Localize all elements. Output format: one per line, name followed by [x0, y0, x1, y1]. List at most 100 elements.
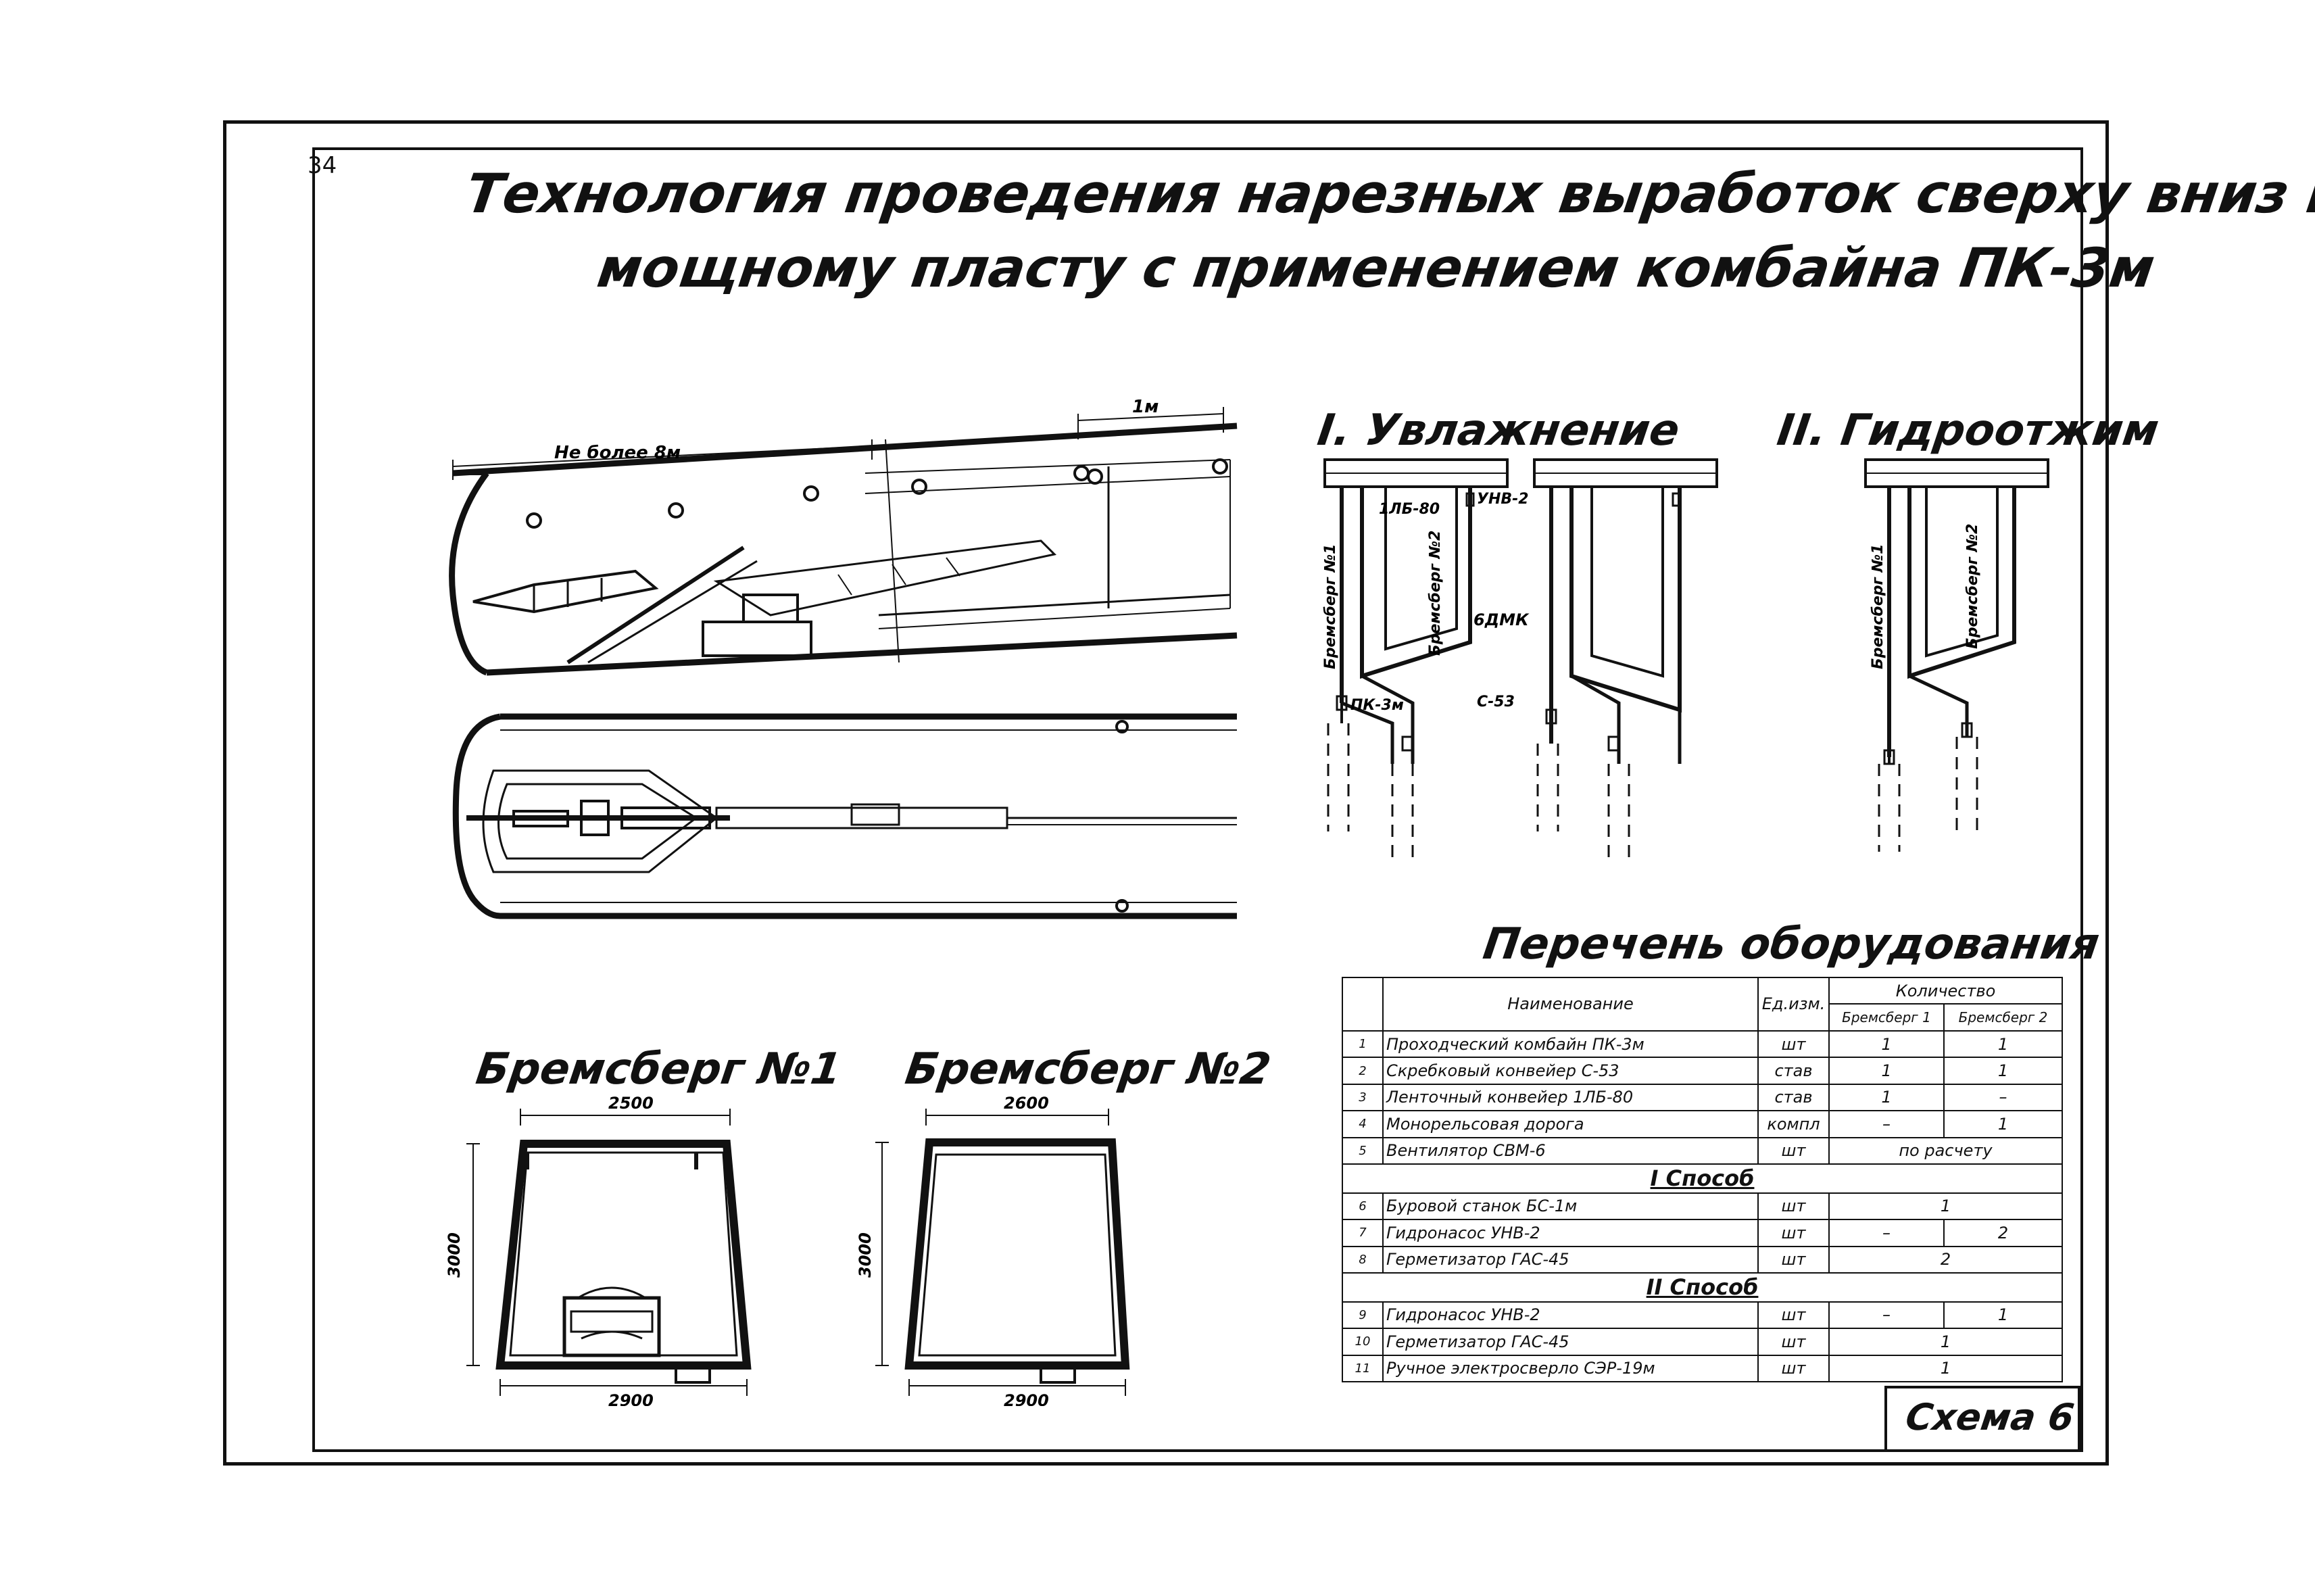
row-qty-both: 1: [1828, 1354, 2064, 1382]
row-num: 11: [1342, 1354, 1384, 1382]
table-row: 10 Герметизатор ГАС-45 шт 1: [1342, 1328, 2064, 1356]
drawing-frame: [312, 147, 2083, 1452]
row-name: Ручное электросверло СЭР-19м: [1382, 1354, 1759, 1382]
section2-height: 3000: [858, 1232, 875, 1278]
dim-1m: 1м: [1132, 397, 1159, 417]
row-name: Гидронасос УНВ-2: [1382, 1219, 1759, 1247]
header-unit: Ед.изм.: [1757, 977, 1830, 1032]
row-name: Проходческий комбайн ПК-3м: [1382, 1030, 1759, 1059]
table-row: 4 Монорельсовая дорога компл – 1: [1342, 1110, 2064, 1138]
scheme1-label-monorail: 6ДМК: [1473, 610, 1530, 629]
row-name: Ленточный конвейер 1ЛБ-80: [1382, 1083, 1759, 1112]
row-num: 9: [1342, 1301, 1384, 1330]
scheme1-label-combine: ПК-3м: [1350, 697, 1404, 714]
row-b2: 1: [1943, 1301, 2064, 1330]
row-num: 2: [1342, 1057, 1384, 1085]
row-b1: 1: [1828, 1057, 1945, 1085]
page-number: 34: [308, 152, 337, 179]
scheme1-label-pump: УНВ-2: [1477, 491, 1529, 508]
row-unit: шт: [1757, 1136, 1830, 1165]
equipment-table: Наименование Ед.изм. Количество Бремсбер…: [1341, 976, 2064, 1382]
row-unit: шт: [1757, 1219, 1830, 1247]
plan-view-drawing: [452, 713, 1237, 919]
table-row: 3 Ленточный конвейер 1ЛБ-80 став 1 –: [1342, 1083, 2064, 1112]
method-row: II Способ: [1341, 1272, 2064, 1303]
scheme1-label-conveyor: 1ЛБ-80: [1379, 501, 1440, 518]
row-b1: 1: [1828, 1030, 1945, 1059]
row-b1: –: [1828, 1301, 1945, 1330]
header-qty: Количество: [1828, 976, 2064, 1005]
table-header-row: Наименование Ед.изм. Количество: [1342, 976, 2064, 1032]
equipment-title: Перечень оборудования: [1480, 919, 2103, 969]
table-row: 2 Скребковый конвейер С-53 став 1 1: [1342, 1057, 2064, 1085]
row-name: Монорельсовая дорога: [1382, 1110, 1759, 1138]
row-qty-both: 1: [1828, 1192, 2064, 1221]
section2-bottom-width: 2900: [1004, 1391, 1049, 1406]
row-name: Гидронасос УНВ-2: [1382, 1301, 1759, 1330]
hydro-scheme-drawing: Бремсберг №1 Бремсберг №2: [1864, 458, 2049, 852]
header-bremsberg-2: Бремсберг 2: [1943, 1003, 2064, 1032]
row-unit: компл: [1757, 1110, 1830, 1138]
table-row: 8 Герметизатор ГАС-45 шт 2: [1342, 1245, 2064, 1274]
row-num: 10: [1342, 1328, 1384, 1356]
section1-height: 3000: [446, 1232, 464, 1278]
row-num: 7: [1342, 1219, 1384, 1247]
section1-top-width: 2500: [608, 1095, 654, 1113]
row-name: Герметизатор ГАС-45: [1382, 1328, 1759, 1356]
dim-max-8m: Не более 8м: [554, 443, 681, 463]
section1-drawing: 2500 2900 3000: [446, 1095, 752, 1406]
section2-title: Бремсберг №2: [902, 1044, 1274, 1094]
row-b2: –: [1943, 1083, 2064, 1112]
row-b2: 1: [1943, 1110, 2064, 1138]
section1-title: Бремсберг №1: [472, 1044, 845, 1094]
table-row: 6 Буровой станок БС-1м шт 1: [1342, 1192, 2064, 1221]
scheme2-label-bremsberg2: Бремсберг №2: [1964, 524, 1981, 649]
row-num: 3: [1342, 1083, 1384, 1112]
header-name: Наименование: [1382, 977, 1759, 1032]
humidification-scheme-drawing: Бремсберг №1 Бремсберг №2 1ЛБ-80 УНВ-2 6…: [1322, 458, 1718, 859]
table-row: 9 Гидронасос УНВ-2 шт – 1: [1342, 1301, 2064, 1330]
row-num: 6: [1342, 1192, 1384, 1221]
row-qty-both: по расчету: [1828, 1136, 2064, 1165]
header-bremsberg-1: Бремсберг 1: [1828, 1003, 1945, 1032]
scheme-hydro-title: II. Гидроотжим: [1774, 406, 2162, 456]
title-line-2: мощному пласту с применением комбайна ПК…: [593, 237, 2159, 299]
row-unit: шт: [1757, 1354, 1830, 1382]
scheme1-label-scraper: С-53: [1477, 694, 1515, 710]
title-line-1: Технология проведения нарезных выработок…: [462, 162, 2315, 225]
row-name: Вентилятор СВМ-6: [1382, 1136, 1759, 1165]
row-num: 8: [1342, 1245, 1384, 1274]
row-b1: –: [1828, 1110, 1945, 1138]
scheme-label-box: [1884, 1386, 2080, 1452]
header-num: [1342, 977, 1384, 1032]
row-num: 1: [1342, 1030, 1384, 1059]
method-2-label: II Способ: [1341, 1272, 2064, 1303]
row-num: 4: [1342, 1110, 1384, 1138]
row-unit: шт: [1757, 1328, 1830, 1356]
table-row: 1 Проходческий комбайн ПК-3м шт 1 1: [1342, 1030, 2064, 1059]
row-unit: шт: [1757, 1192, 1830, 1221]
row-b1: –: [1828, 1219, 1945, 1247]
scheme2-label-bremsberg1: Бремсберг №1: [1870, 544, 1886, 669]
row-unit: став: [1757, 1083, 1830, 1112]
scheme-humidification-title: I. Увлажнение: [1314, 406, 1683, 456]
row-b2: 1: [1943, 1030, 2064, 1059]
table-row: 5 Вентилятор СВМ-6 шт по расчету: [1342, 1136, 2064, 1165]
table-subheader-row: Бремсберг 1 Бремсберг 2: [1342, 1003, 2064, 1032]
section2-top-width: 2600: [1004, 1095, 1049, 1113]
row-num: 5: [1342, 1136, 1384, 1165]
table-row: 7 Гидронасос УНВ-2 шт – 2: [1342, 1219, 2064, 1247]
method-row: I Способ: [1341, 1163, 2064, 1194]
row-unit: шт: [1757, 1245, 1830, 1274]
row-unit: шт: [1757, 1030, 1830, 1059]
outer-frame: [223, 120, 2109, 1466]
row-qty-both: 2: [1828, 1245, 2064, 1274]
scheme-label: Схема 6: [1903, 1396, 2077, 1438]
section1-bottom-width: 2900: [608, 1391, 654, 1406]
scheme1-label-bremsberg1: Бремсберг №1: [1322, 544, 1339, 669]
row-b1: 1: [1828, 1083, 1945, 1112]
row-qty-both: 1: [1828, 1328, 2064, 1356]
row-unit: шт: [1757, 1301, 1830, 1330]
side-view-drawing: Не более 8м 1м: [449, 397, 1238, 676]
table-row: 11 Ручное электросверло СЭР-19м шт 1: [1342, 1354, 2064, 1382]
